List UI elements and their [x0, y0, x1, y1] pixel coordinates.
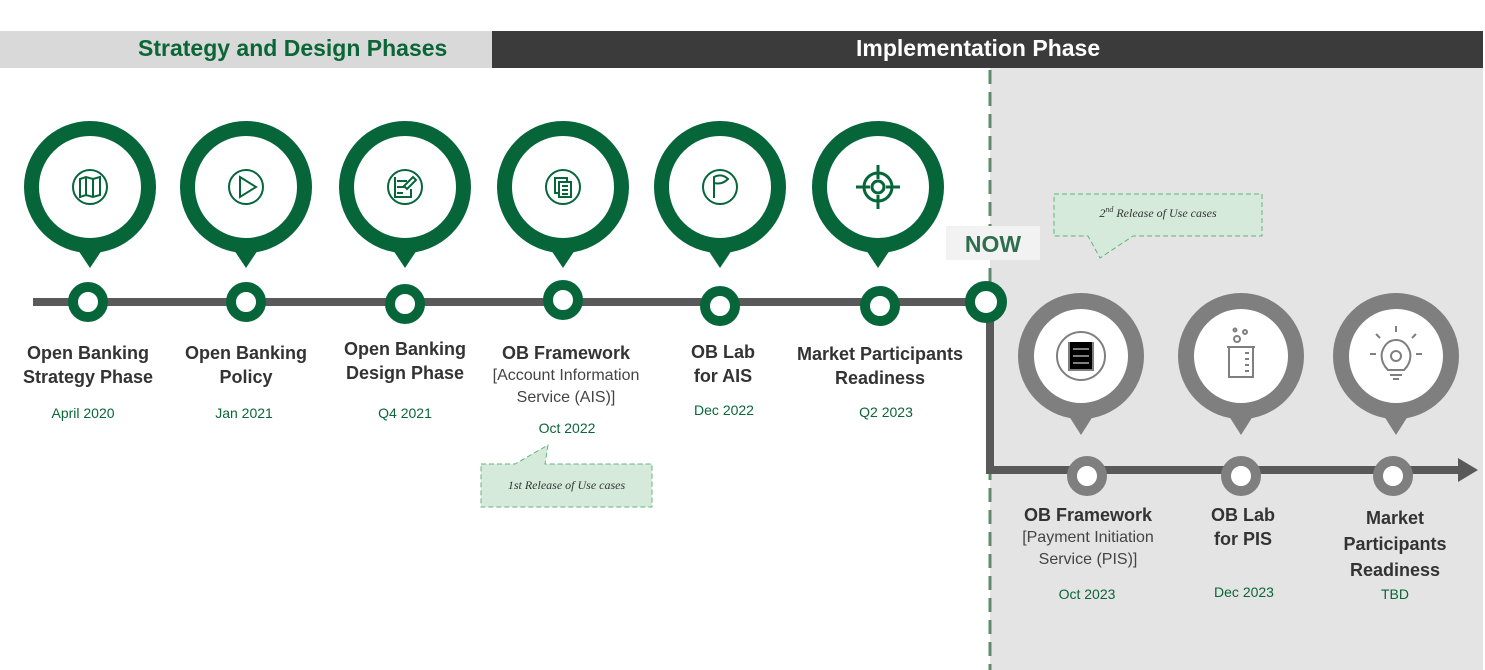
milestone-pin	[180, 121, 312, 322]
beaker-icon	[1227, 327, 1255, 378]
milestone-label: OB Lab for AIS	[691, 340, 755, 388]
title: OB Framework	[501, 343, 631, 363]
timeline-node	[700, 286, 740, 326]
milestone-date: Oct 2022	[538, 420, 596, 436]
lightbulb-gear-icon	[1370, 326, 1422, 380]
note-text: Release of Use cases	[1113, 206, 1217, 220]
title-line2: Participants	[1343, 534, 1447, 554]
future-date: Oct 2023	[1058, 586, 1116, 602]
first-release-callout	[480, 444, 653, 508]
play-icon	[228, 169, 264, 205]
title: Open Banking	[343, 339, 467, 359]
second-release-callout	[1053, 193, 1263, 259]
now-node	[965, 281, 1007, 323]
title: Open Banking	[26, 343, 149, 363]
abacus-icon	[1056, 331, 1106, 381]
map-icon	[72, 169, 108, 205]
timeline-node	[1067, 456, 1107, 496]
timeline-node	[1221, 456, 1261, 496]
title: Market	[1365, 508, 1425, 528]
note-number: 2	[1099, 206, 1106, 220]
subtitle: Service (AIS)]	[516, 389, 616, 406]
future-label: OB Lab for PIS	[1211, 503, 1275, 551]
timeline-node	[1373, 456, 1413, 496]
subtitle: Service (PIS)]	[1038, 551, 1138, 568]
pin-ring	[180, 121, 312, 253]
title: Open Banking	[184, 343, 308, 363]
milestone-pin	[339, 121, 471, 324]
strategy-design-header: Strategy and Design Phases	[0, 31, 492, 68]
arrow-head	[1458, 458, 1478, 482]
timeline-node	[860, 286, 900, 326]
title-line2: Readiness	[834, 368, 926, 388]
milestone-pin	[497, 121, 629, 320]
future-pin	[1178, 293, 1304, 496]
future-pin	[1333, 293, 1459, 496]
second-release-note: 2nd Release of Use cases	[1054, 205, 1262, 221]
title: OB Lab	[690, 342, 756, 362]
flag-icon	[702, 169, 738, 205]
milestone-date: Q4 2021	[378, 405, 432, 421]
strategy-design-title: Strategy and Design Phases	[138, 35, 448, 61]
future-timeline-line	[986, 302, 1462, 474]
title: OB Lab	[1210, 505, 1276, 525]
title: OB Framework	[1023, 505, 1153, 525]
pin-ring	[1333, 293, 1459, 419]
milestone-date: Jan 2021	[215, 405, 273, 421]
note-sup: nd	[1105, 205, 1114, 214]
target-icon	[856, 165, 900, 209]
milestone-pin	[654, 121, 786, 326]
future-date: TBD	[1381, 586, 1409, 602]
timeline-node	[543, 280, 583, 320]
subtitle: [Payment Initiation	[1022, 529, 1154, 546]
documents-icon	[545, 169, 581, 205]
now-label: NOW	[946, 226, 1040, 260]
timeline-node	[68, 282, 108, 322]
timeline-node	[226, 282, 266, 322]
future-pin	[1018, 293, 1144, 496]
title-line2: for AIS	[693, 366, 753, 386]
timeline-node	[385, 284, 425, 324]
title-line2: Policy	[219, 367, 273, 387]
pin-ring	[24, 121, 156, 253]
milestone-date: Dec 2022	[694, 402, 754, 418]
subtitle: [Account Information	[492, 367, 640, 384]
milestone-date: April 2020	[51, 405, 115, 421]
pin-ring	[812, 121, 944, 253]
title-line2: for PIS	[1213, 529, 1273, 549]
future-date: Dec 2023	[1214, 584, 1274, 600]
pin-ring	[1178, 293, 1304, 419]
milestone-pin	[24, 121, 156, 322]
title: Market Participants	[796, 344, 964, 364]
milestone-pin	[812, 121, 944, 326]
document-edit-icon	[387, 169, 423, 205]
implementation-header: Implementation Phase	[492, 31, 1483, 68]
pin-ring	[654, 121, 786, 253]
title-line3: Readiness	[1349, 560, 1441, 580]
first-release-note: 1st Release of Use cases	[507, 478, 626, 492]
milestone-date: Q2 2023	[859, 404, 913, 420]
implementation-title: Implementation Phase	[856, 35, 1101, 61]
title-line2: Strategy Phase	[22, 367, 154, 387]
title-line2: Design Phase	[345, 363, 465, 383]
